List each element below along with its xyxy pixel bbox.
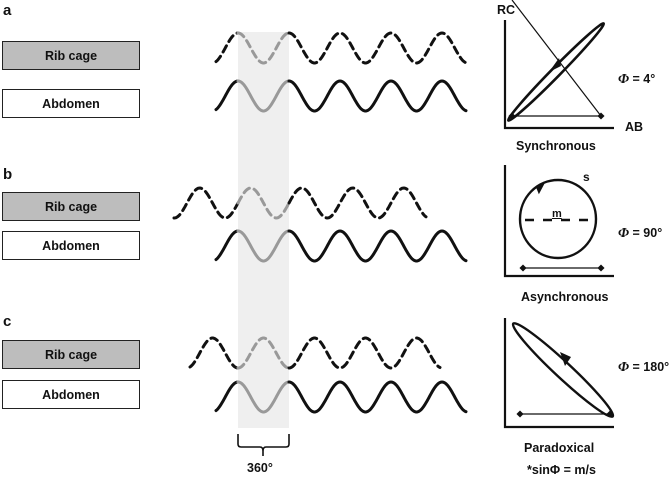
cycle-label-360: 360° [247,461,273,475]
range-marker-a-right [597,112,605,120]
m-label: m [552,208,562,220]
phase-value-a: = 4° [629,72,656,86]
range-marker-b-right [597,264,605,272]
abdomen-box-b: Abdomen [2,231,140,260]
abdomen-wave-highlight-c [236,380,291,414]
phase-angle-b: Φ = 90° [618,226,662,242]
abdomen-wave-highlight-a [236,79,291,113]
rib-cage-wave-highlight-b [236,186,291,220]
s-label: s [583,170,590,184]
abdomen-wave-c [214,380,240,413]
rib-cage-wave-c [188,336,240,370]
rib-cage-wave-c [287,336,442,370]
abdomen-wave-highlight-b [236,229,291,263]
formula-sin-phi: *sinΦ = m/s [527,463,596,477]
rib-cage-wave-highlight-c [236,336,291,370]
phi-symbol: Φ [618,360,630,375]
abdomen-wave-c [287,380,468,414]
loop-c [511,322,615,418]
direction-arrow-a [549,58,561,72]
phi-symbol: Φ [618,72,630,87]
panel-letter-a: a [3,2,12,19]
cycle-bracket [237,434,290,456]
range-marker-c-left [516,410,524,418]
loop-label-synchronous: Synchronous [516,139,596,153]
rib-cage-wave-a [287,31,468,65]
phase-value-b: = 90° [629,226,663,240]
axes-a [503,20,614,130]
loop-b [518,178,598,260]
waveforms [172,31,468,414]
phase-angle-c: Φ = 180° [618,360,669,376]
axes-b [503,165,614,278]
loop-a [506,22,606,122]
direction-arrow-b [535,182,546,195]
rib-cage-box-b: Rib cage [2,192,140,221]
phase-angle-a: Φ = 4° [618,72,655,88]
abdomen-wave-b [287,229,468,263]
abdomen-wave-a [287,79,468,113]
direction-arrow-c [560,352,571,366]
loop-label-asynchronous: Asynchronous [521,290,609,304]
phi-symbol: Φ [618,226,630,241]
loop-label-paradoxical: Paradoxical [524,441,595,455]
one-cycle-highlight-band [238,32,289,428]
phase-value-c: = 180° [629,360,670,374]
rib-cage-box-a: Rib cage [2,41,140,70]
abdomen-box-a: Abdomen [2,89,140,118]
rib-cage-box-c: Rib cage [2,340,140,369]
rib-cage-wave-b [172,186,240,220]
x-axis-label-ab: AB [625,120,644,134]
rib-cage-wave-a [214,31,240,64]
abdomen-wave-a [214,79,240,112]
abdomen-box-c: Abdomen [2,380,140,409]
axes-c [503,318,614,429]
range-marker-b-left [519,264,527,272]
y-axis-label-rc: RC [497,3,516,17]
panel-letter-c: c [3,313,12,330]
abdomen-wave-b [214,229,240,262]
rc-ab-loops [503,0,615,429]
rib-cage-wave-highlight-a [236,31,291,65]
panel-letter-b: b [3,166,13,183]
rib-cage-wave-b [287,186,428,220]
range-line-a [511,0,602,117]
